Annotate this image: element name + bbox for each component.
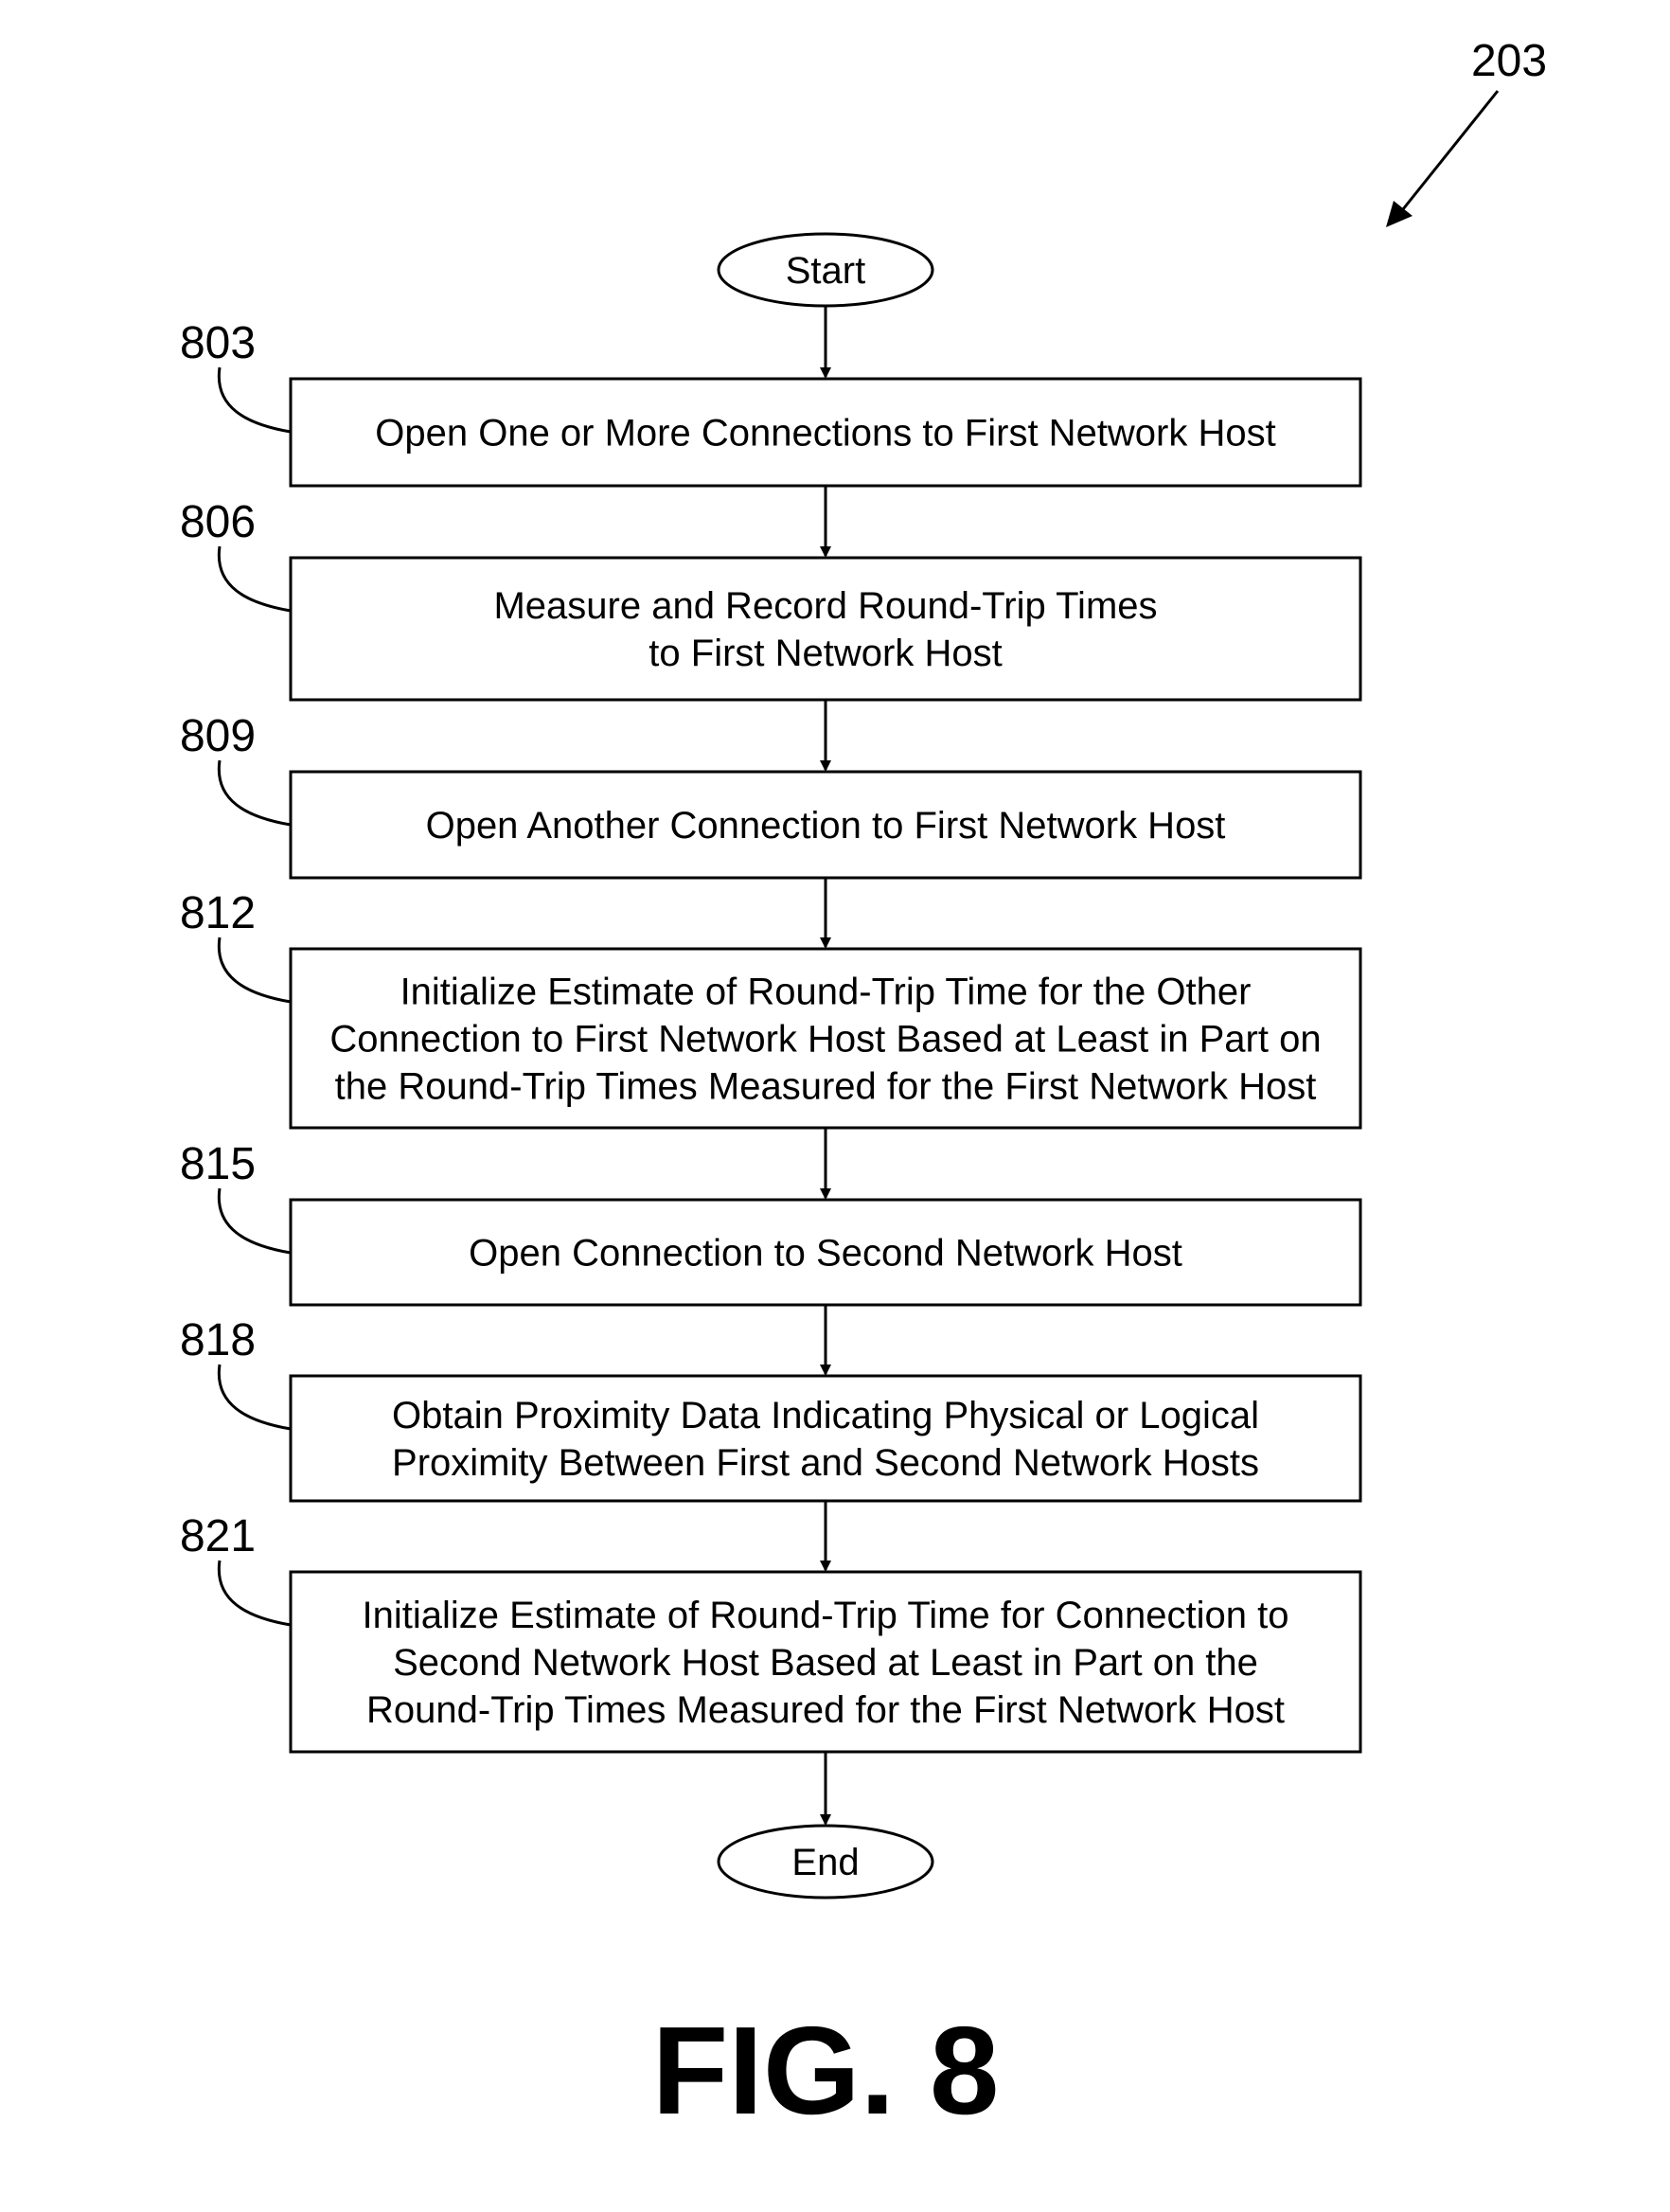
figure-reference-arrow	[1399, 91, 1498, 214]
step-text-line: Measure and Record Round-Trip Times	[493, 585, 1157, 627]
step-reference-number: 815	[180, 1139, 256, 1189]
step-reference-leader	[219, 1561, 291, 1625]
step-reference-leader	[219, 937, 291, 1002]
step-809: Open Another Connection to First Network…	[180, 711, 1360, 878]
figure-reference-number: 203	[1471, 36, 1547, 86]
step-text-line: Initialize Estimate of Round-Trip Time f…	[400, 972, 1252, 1013]
step-803: Open One or More Connections to First Ne…	[180, 318, 1360, 486]
step-reference-number: 821	[180, 1511, 256, 1561]
step-reference-leader	[219, 546, 291, 611]
step-821: Initialize Estimate of Round-Trip Time f…	[180, 1511, 1360, 1752]
step-reference-number: 818	[180, 1315, 256, 1365]
figure-label: FIG. 8	[652, 2001, 1000, 2140]
step-text-line: to First Network Host	[648, 633, 1002, 674]
flowchart-steps: Open One or More Connections to First Ne…	[180, 318, 1360, 1752]
step-text-line: Connection to First Network Host Based a…	[329, 1019, 1321, 1061]
figure-reference-arrowhead	[1386, 201, 1412, 227]
step-text-line: the Round-Trip Times Measured for the Fi…	[335, 1066, 1317, 1108]
step-text-line: Second Network Host Based at Least in Pa…	[393, 1642, 1258, 1684]
step-text-line: Initialize Estimate of Round-Trip Time f…	[363, 1595, 1289, 1636]
step-reference-leader	[219, 1188, 291, 1253]
step-text-line: Open Another Connection to First Network…	[426, 805, 1226, 847]
step-812: Initialize Estimate of Round-Trip Time f…	[180, 888, 1360, 1128]
step-text-line: Open Connection to Second Network Host	[469, 1233, 1182, 1275]
step-reference-number: 803	[180, 318, 256, 368]
start-terminal: Start	[719, 234, 933, 306]
start-label: Start	[786, 250, 865, 292]
end-terminal: End	[719, 1826, 933, 1898]
step-818: Obtain Proximity Data Indicating Physica…	[180, 1315, 1360, 1501]
step-box	[291, 558, 1360, 700]
step-reference-number: 809	[180, 711, 256, 761]
step-815: Open Connection to Second Network Host 81…	[180, 1139, 1360, 1305]
step-reference-leader	[219, 1365, 291, 1429]
step-reference-leader	[219, 367, 291, 432]
step-806: Measure and Record Round-Trip Times to Fi…	[180, 497, 1360, 700]
step-reference-number: 806	[180, 497, 256, 547]
end-label: End	[791, 1842, 859, 1883]
step-text-line: Open One or More Connections to First Ne…	[375, 413, 1275, 455]
step-reference-leader	[219, 760, 291, 825]
step-text-line: Proximity Between First and Second Netwo…	[392, 1442, 1259, 1484]
step-text-line: Obtain Proximity Data Indicating Physica…	[392, 1395, 1259, 1436]
step-text-line: Round-Trip Times Measured for the First …	[366, 1689, 1285, 1731]
step-reference-number: 812	[180, 888, 256, 938]
